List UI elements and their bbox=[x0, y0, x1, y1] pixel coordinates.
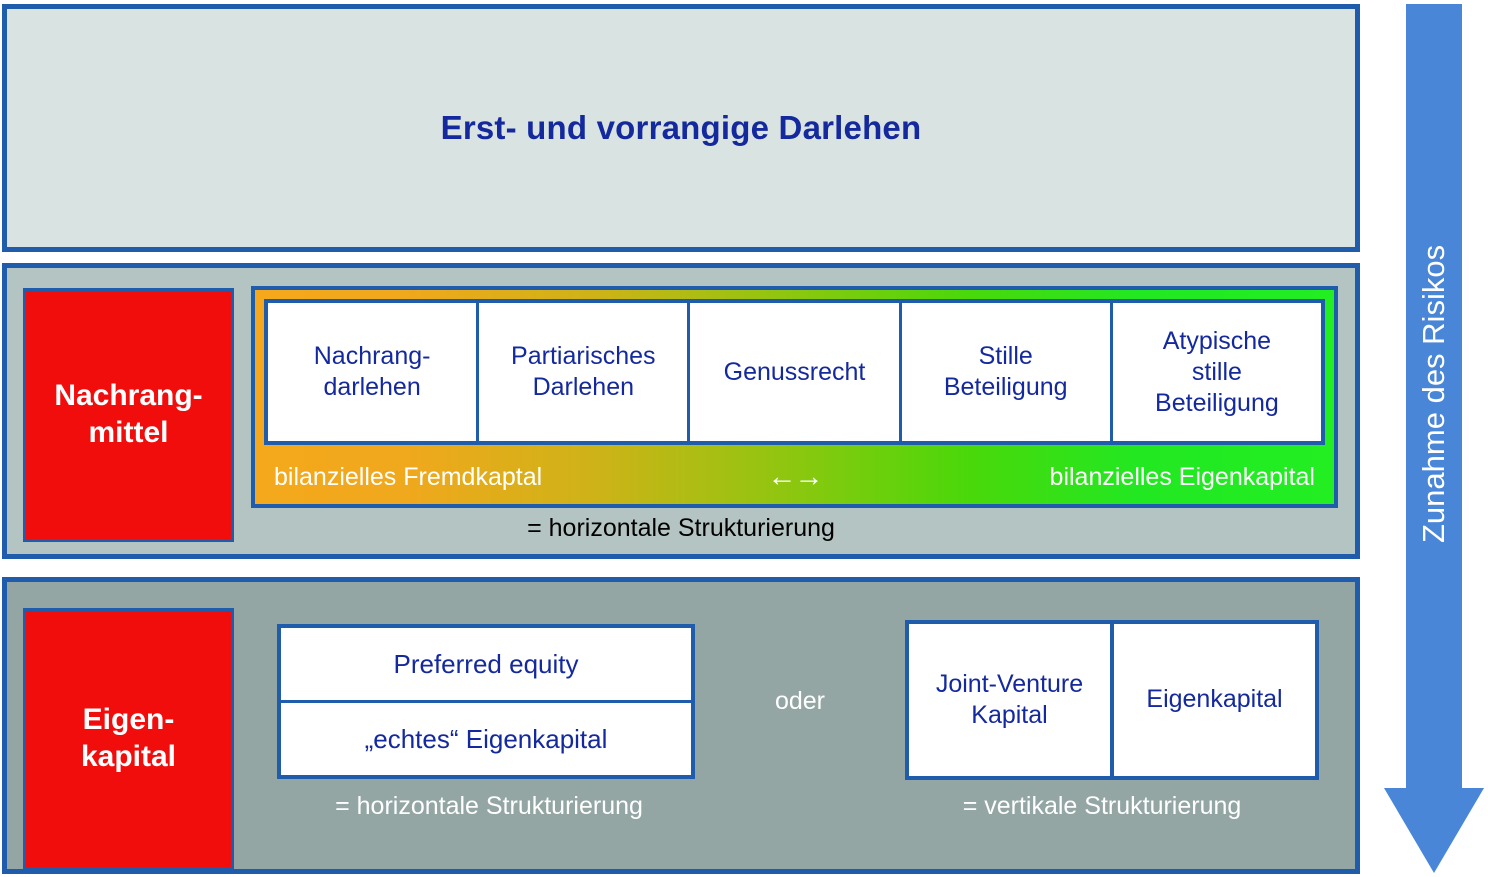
instrument-partiarisches-darlehen[interactable]: Partiarisches Darlehen bbox=[479, 303, 688, 441]
instrument-nachrangdarlehen-text: Nachrang- darlehen bbox=[314, 341, 431, 403]
line2: Darlehen bbox=[532, 373, 635, 401]
instrument-stille-beteiligung-text: Stille Beteiligung bbox=[944, 341, 1068, 403]
caption-equity-horizontal: = horizontale Strukturierung bbox=[335, 792, 643, 820]
gradient-scale-labels: bilanzielles Fremdkaptal ←→ bilanzielles… bbox=[264, 453, 1325, 501]
equity-joint-venture-kapital-text: Joint-Venture Kapital bbox=[936, 669, 1083, 732]
instrument-atypische-stille-beteiligung[interactable]: Atypische stille Beteiligung bbox=[1112, 303, 1322, 441]
line1: Atypische bbox=[1162, 326, 1272, 355]
bidirectional-arrow-icon: ←→ bbox=[767, 460, 824, 493]
label-eigenkapital: bilanzielles Eigenkapital bbox=[1049, 462, 1315, 491]
category-label-mezzanine: Nachrang- mittel bbox=[23, 288, 234, 542]
line1: Nachrang- bbox=[313, 342, 431, 370]
equity-eigenkapital[interactable]: Eigenkapital bbox=[1114, 624, 1315, 776]
category-label-equity: Eigen- kapital bbox=[23, 608, 234, 870]
instrument-stille-beteiligung[interactable]: Stille Beteiligung bbox=[901, 303, 1110, 441]
label-fremdkapital: bilanzielles Fremdkaptal bbox=[274, 462, 543, 491]
risk-arrow-label: Zunahme des Risikos bbox=[1416, 244, 1451, 544]
category-label-equity-text: Eigen- kapital bbox=[81, 702, 176, 775]
line3: Beteiligung bbox=[1155, 388, 1279, 417]
equity-preferred-equity-text: Preferred equity bbox=[393, 648, 579, 679]
line2: Beteiligung bbox=[943, 373, 1068, 401]
instrument-nachrangdarlehen[interactable]: Nachrang- darlehen bbox=[268, 303, 477, 441]
line2: Kapital bbox=[971, 701, 1048, 729]
line2: darlehen bbox=[323, 373, 421, 401]
down-arrow-icon bbox=[1384, 788, 1484, 873]
category-label-mezzanine-text: Nachrang- mittel bbox=[54, 378, 202, 451]
equity-horizontal-stack: Preferred equity „echtes“ Eigenkapital bbox=[277, 624, 695, 779]
equity-connector-text: oder bbox=[774, 687, 826, 715]
mezzanine-label-line2: mittel bbox=[88, 416, 169, 449]
instrument-genussrecht-text: Genussrecht bbox=[723, 357, 866, 386]
equity-joint-venture-kapital[interactable]: Joint-Venture Kapital bbox=[909, 624, 1110, 776]
equity-label-line2: kapital bbox=[80, 740, 177, 773]
mezzanine-gradient-frame: Nachrang- darlehen Partiarisches Darlehe… bbox=[251, 286, 1338, 508]
equity-label-line1: Eigen- bbox=[82, 703, 175, 737]
instrument-partiarisches-darlehen-text: Partiarisches Darlehen bbox=[511, 341, 656, 403]
equity-eigenkapital-text: Eigenkapital bbox=[1146, 685, 1283, 714]
mezzanine-instrument-row: Nachrang- darlehen Partiarisches Darlehe… bbox=[264, 299, 1325, 445]
panel-senior-debt: Erst- und vorrangige Darlehen bbox=[2, 4, 1360, 252]
panel-mezzanine: Nachrang- mittel Nachrang- darlehen Part… bbox=[2, 263, 1360, 559]
caption-equity-vertical: = vertikale Strukturierung bbox=[962, 792, 1242, 820]
panel-equity: Eigen- kapital Preferred equity „echtes“… bbox=[2, 577, 1360, 874]
line1: Joint-Venture bbox=[935, 669, 1084, 698]
instrument-genussrecht[interactable]: Genussrecht bbox=[690, 303, 899, 441]
equity-echtes-eigenkapital[interactable]: „echtes“ Eigenkapital bbox=[281, 703, 691, 775]
equity-connector-oder: oder bbox=[697, 624, 903, 779]
line1: Stille bbox=[978, 342, 1033, 370]
risk-increase-arrow: Zunahme des Risikos bbox=[1384, 4, 1484, 873]
instrument-atypische-stille-beteiligung-text: Atypische stille Beteiligung bbox=[1155, 326, 1279, 419]
equity-vertical-pair: Joint-Venture Kapital Eigenkapital bbox=[905, 620, 1319, 780]
senior-debt-title: Erst- und vorrangige Darlehen bbox=[440, 109, 922, 146]
line1: Partiarisches bbox=[511, 342, 656, 370]
arrow-shaft bbox=[1406, 4, 1462, 788]
line2: stille bbox=[1191, 357, 1242, 386]
equity-echtes-eigenkapital-text: „echtes“ Eigenkapital bbox=[364, 723, 608, 754]
equity-preferred-equity[interactable]: Preferred equity bbox=[281, 628, 691, 700]
caption-mezzanine-horizontal: = horizontale Strukturierung bbox=[527, 514, 835, 542]
mezzanine-label-line1: Nachrang- bbox=[54, 379, 203, 413]
